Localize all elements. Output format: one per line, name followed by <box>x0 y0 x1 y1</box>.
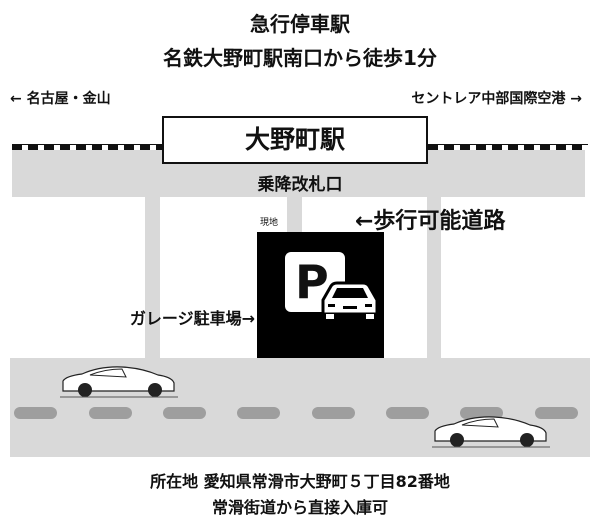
lane-marking <box>237 407 280 419</box>
lane-marking <box>460 407 503 419</box>
header-line1: 急行停車駅 <box>250 12 350 36</box>
lane-marking <box>89 407 132 419</box>
lane-marking <box>163 407 206 419</box>
header-line2: 名鉄大野町駅南口から徒歩1分 <box>163 46 437 70</box>
lane-marking <box>312 407 355 419</box>
walkway-label: ←歩行可能道路 <box>355 209 506 234</box>
address-text: 所在地 愛知県常滑市大野町５丁目82番地 <box>150 472 450 491</box>
lane-marking <box>386 407 429 419</box>
direction-right: セントレア中部国際空港 → <box>411 91 582 107</box>
parking-lot: P <box>257 232 384 359</box>
station-gate: 乗降改札口 <box>257 175 343 195</box>
lane-marking <box>14 407 57 419</box>
car-icon <box>321 281 379 319</box>
direction-left: ← 名古屋・金山 <box>10 91 111 107</box>
lane-marking <box>535 407 578 419</box>
walkway-left <box>145 197 160 359</box>
car-left-icon <box>60 366 178 398</box>
garage-label: ガレージ駐車場→ <box>129 309 255 328</box>
car-right-icon <box>432 416 550 448</box>
walkway-center <box>287 197 302 233</box>
site-label: 現地 <box>260 218 279 228</box>
walkway-right <box>427 197 441 359</box>
station-name: 大野町駅 <box>162 116 428 164</box>
access-text: 常滑街道から直接入庫可 <box>211 498 388 517</box>
